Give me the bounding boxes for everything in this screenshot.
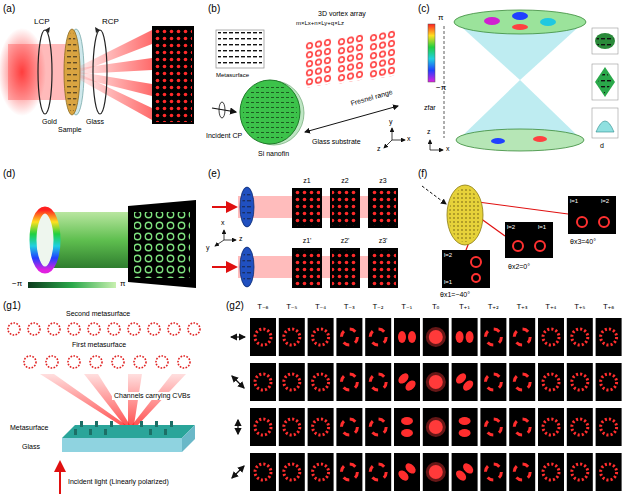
channel-label: T₀ (432, 304, 439, 312)
panel-b-illustration (212, 29, 405, 148)
panel-e-illustration (212, 187, 398, 288)
plane-label: z1 (303, 177, 310, 185)
order-label: l=1 (538, 224, 546, 231)
polarization-label: RCP (102, 18, 119, 27)
angle-label: θx2=0° (508, 263, 530, 271)
range-label: Fresnel range (350, 88, 394, 107)
axis-label: z (239, 235, 243, 243)
layer-label: Gold (42, 118, 57, 126)
axis-label: y (389, 118, 393, 126)
beam-label: Channels carrying CVBs (112, 392, 192, 400)
distance-label: zfar (424, 104, 436, 112)
panel-label: (b) (208, 3, 220, 14)
panel-label: (g2) (226, 300, 244, 311)
panel-a-illustration (0, 26, 194, 124)
axis-label: y (206, 244, 210, 252)
plane-label: z3' (379, 237, 388, 245)
channel-label: T₊₁ (459, 304, 470, 312)
channel-label: T₊₆ (603, 304, 614, 312)
channel-label: T₋₃ (344, 304, 355, 312)
layer-label: Metasurface (10, 424, 49, 432)
channel-label: T₋₄ (315, 304, 326, 312)
channel-label: T₊₅ (574, 304, 585, 312)
channel-label: T₊₂ (488, 304, 499, 312)
channel-label: T₋₆ (258, 304, 269, 312)
plane-label: z1' (303, 237, 312, 245)
panel-label: (g1) (3, 300, 21, 311)
layer-label: Glass (22, 443, 40, 451)
stage-label: Second metasurface (66, 310, 130, 318)
panel-f-illustration (422, 185, 616, 288)
axis-label: x (221, 219, 225, 227)
layer-label: Si nanofin (258, 150, 289, 158)
layer-label: Glass substrate (312, 138, 361, 146)
inset-label: Metasurface (216, 72, 249, 79)
panel-g2-illustration (231, 318, 622, 491)
input-label: Incident CP (206, 132, 242, 140)
plane-label: z3 (379, 177, 386, 185)
panel-label: (e) (208, 168, 220, 179)
dimension-label: d (600, 142, 604, 150)
layer-label: Sample (58, 126, 82, 134)
order-label: l=2 (507, 224, 515, 231)
panel-label: (f) (418, 168, 427, 179)
order-label: l=1 (444, 279, 452, 286)
polarization-label: LCP (34, 18, 50, 27)
axis-label: z (427, 128, 431, 136)
axis-label: z (377, 145, 381, 153)
channel-label: T₋₁ (402, 304, 413, 312)
channel-label: T₊₃ (517, 304, 528, 312)
plane-label: z2 (341, 177, 348, 185)
panel-c-illustration (428, 10, 618, 151)
plane-label: z2' (341, 237, 350, 245)
colorbar-label: π (120, 280, 126, 289)
panel-d-illustration (28, 200, 196, 288)
panel-label: (a) (3, 3, 15, 14)
axis-label: x (446, 145, 450, 153)
order-label: l=1 (570, 198, 578, 205)
panel-label: (d) (3, 168, 15, 179)
layer-label: Glass (86, 118, 104, 126)
formula-label: m×Lx+n×Ly+q×Lz (296, 20, 344, 27)
order-label: l=2 (601, 198, 609, 205)
axis-label: x (407, 135, 411, 143)
stage-label: First metasurface (72, 341, 126, 349)
panel-label: (c) (418, 3, 430, 14)
channel-label: T₊₄ (546, 304, 557, 312)
colorbar-label: −π (436, 84, 446, 93)
channel-label: T₋₂ (373, 304, 384, 312)
input-label: Incident light (Linearly polarized) (68, 478, 169, 486)
channel-label: T₋₅ (286, 304, 297, 312)
order-label: l=2 (444, 252, 452, 259)
array-label: 3D vortex array (318, 10, 366, 18)
panel-g1-illustration (8, 323, 200, 494)
angle-label: θx3=40° (570, 238, 596, 246)
colorbar-label: π (438, 14, 444, 23)
colorbar-label: −π (12, 280, 22, 289)
angle-label: θx1=−40° (440, 291, 470, 299)
